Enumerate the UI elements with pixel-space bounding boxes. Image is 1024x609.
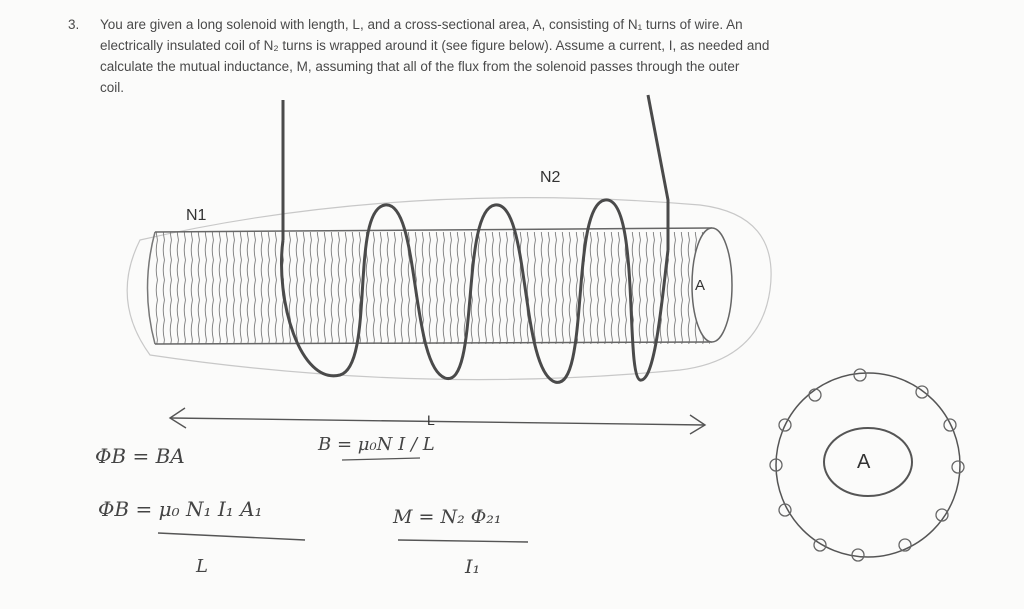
- fraction-bar-eq2: [341, 457, 421, 461]
- fraction-bar-eq4: [397, 539, 529, 543]
- problem-line-3: calculate the mutual inductance, M, assu…: [100, 59, 740, 74]
- coil-n2: [280, 94, 670, 384]
- length-arrow: [168, 407, 707, 435]
- area-label: A: [695, 277, 706, 294]
- sketch-outline: [126, 197, 772, 381]
- length-label: L: [427, 412, 435, 428]
- problem-line-1: You are given a long solenoid with lengt…: [100, 17, 743, 32]
- solenoid-end-cap: [691, 227, 733, 343]
- equation-flux-denominator: L: [196, 556, 208, 577]
- cross-section-area-label: A: [857, 451, 871, 473]
- problem-line-2: electrically insulated coil of N₂ turns …: [100, 38, 770, 53]
- problem-line-4: coil.: [100, 80, 125, 95]
- fraction-bar-eq3: [157, 532, 306, 541]
- n2-label: N2: [540, 169, 561, 186]
- equation-mutual-inductance-denominator: I₁: [465, 556, 481, 578]
- equation-flux: ΦB = BA: [95, 444, 185, 468]
- n1-label: N1: [186, 207, 207, 224]
- equation-field: B = μ₀N I / L: [318, 434, 435, 455]
- cross-section-wire-loops: [769, 368, 965, 562]
- cross-section-view: [775, 372, 961, 558]
- problem-text: You are given a long solenoid with lengt…: [100, 14, 960, 98]
- solenoid-n1: [146, 227, 733, 345]
- equation-mutual-inductance: M = N₂ Φ₂₁: [393, 506, 502, 528]
- problem-number: 3.: [68, 17, 80, 32]
- equation-flux-expanded: ΦB = μ₀ N₁ I₁ A₁: [98, 497, 263, 521]
